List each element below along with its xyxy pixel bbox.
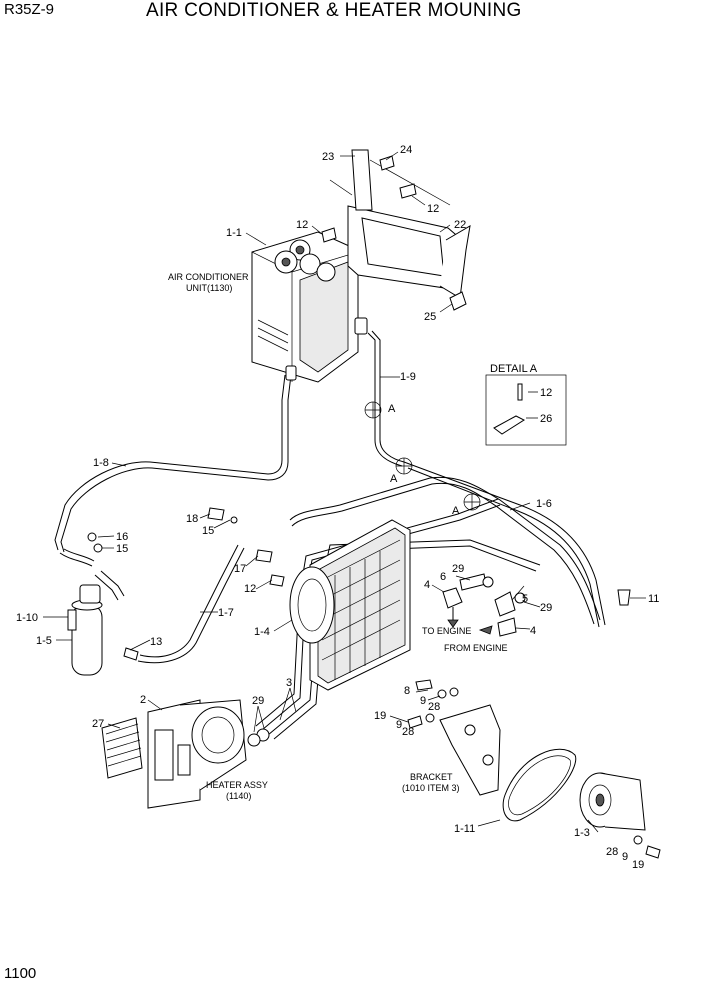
callout-1-8: 1-8	[93, 457, 109, 469]
callouts: 23 24 12 22 1-1 12 25 1-9 1-8 16 15 18 1…	[16, 144, 659, 871]
callout-24: 24	[400, 144, 412, 156]
drier-hose	[94, 574, 119, 601]
leader-lines	[43, 151, 646, 833]
callout-22: 22	[454, 219, 466, 231]
air-conditioner-unit	[251, 231, 368, 383]
callout-1-3: 1-3	[574, 827, 590, 839]
callout-16: 16	[116, 531, 128, 543]
callout-4-bottom: 4	[530, 625, 536, 637]
page-title: AIR CONDITIONER & HEATER MOUNING	[146, 0, 522, 21]
callout-9-bottom: 9	[622, 851, 628, 863]
page-number: 1100	[4, 965, 37, 982]
callout-23: 23	[322, 151, 334, 163]
belt-1-11	[502, 748, 577, 822]
callout-8: 8	[404, 685, 410, 697]
callout-6: 6	[440, 571, 446, 583]
detail-a	[485, 374, 567, 446]
callout-2: 2	[140, 694, 146, 706]
callout-27: 27	[92, 718, 104, 730]
callout-12-top: 12	[427, 203, 439, 215]
callout-1-4: 1-4	[254, 626, 270, 638]
callout-9-upper: 9	[420, 695, 426, 707]
callout-19-left: 19	[374, 710, 386, 722]
condenser-1-4	[289, 519, 411, 691]
callout-15-left: 15	[116, 543, 128, 555]
callout-28-bottom: 28	[606, 846, 618, 858]
callout-1-10: 1-10	[16, 612, 38, 624]
from-engine-label: FROM ENGINE	[444, 643, 508, 653]
detail-a-item-12: 12	[540, 387, 552, 399]
callout-15-mid: 15	[202, 525, 214, 537]
hose-1-6	[289, 461, 606, 628]
callout-28-lower: 28	[402, 726, 414, 738]
section-markers	[364, 401, 481, 511]
ac-unit-label-line2: UNIT(1130)	[186, 283, 232, 293]
marker-a-1: A	[388, 403, 396, 415]
heater-label-line1: HEATER ASSY	[206, 780, 268, 790]
callout-9-lower: 9	[396, 719, 402, 731]
marker-a-3: A	[452, 505, 460, 517]
detail-a-item-26: 26	[540, 413, 552, 425]
callout-1-9: 1-9	[400, 371, 416, 383]
ac-unit-label-line1: AIR CONDITIONER	[168, 272, 249, 282]
callout-18: 18	[186, 513, 198, 525]
belt-inner	[508, 755, 571, 816]
callout-3: 3	[286, 677, 292, 689]
bracket-label-line1: BRACKET	[410, 772, 453, 782]
hardware	[87, 155, 661, 859]
callout-1-7: 1-7	[218, 607, 234, 619]
callout-28-upper: 28	[428, 701, 440, 713]
engine-bracket	[439, 704, 501, 796]
hose-1-8	[54, 374, 292, 567]
receiver-drier-1-5	[67, 584, 103, 676]
bracket-22	[347, 205, 471, 299]
bracket-label-line2: (1010 ITEM 3)	[402, 783, 460, 793]
callout-4-top: 4	[424, 579, 430, 591]
callout-17: 17	[234, 563, 246, 575]
compressor-1-3	[579, 772, 646, 831]
callout-1-5: 1-5	[36, 635, 52, 647]
filter-27	[101, 717, 143, 779]
to-engine-label: TO ENGINE	[422, 626, 471, 636]
hose-1-7	[137, 544, 245, 664]
callout-29-top: 29	[452, 563, 464, 575]
callout-5: 5	[522, 593, 528, 605]
drier-hose-2	[100, 570, 125, 597]
callout-29-right: 29	[540, 602, 552, 614]
callout-11: 11	[648, 593, 659, 605]
callout-12-mid: 12	[244, 583, 256, 595]
marker-a-2: A	[390, 473, 398, 485]
engine-valves	[442, 573, 517, 637]
callout-1-1: 1-1	[226, 227, 242, 239]
callout-25: 25	[424, 311, 436, 323]
callout-1-6: 1-6	[536, 498, 552, 510]
model-code: R35Z-9	[4, 1, 55, 18]
bracket-23	[329, 149, 451, 211]
callout-13: 13	[150, 636, 162, 648]
hose-1-9	[367, 330, 405, 467]
heater-assembly-2	[147, 699, 247, 809]
callout-19-bottom: 19	[632, 859, 644, 871]
callout-29-bottom: 29	[252, 695, 264, 707]
callout-1-11: 1-11	[454, 823, 475, 835]
callout-12-unit: 12	[296, 219, 308, 231]
heater-label-line2: (1140)	[226, 791, 251, 801]
detail-a-title: DETAIL A	[490, 363, 538, 375]
